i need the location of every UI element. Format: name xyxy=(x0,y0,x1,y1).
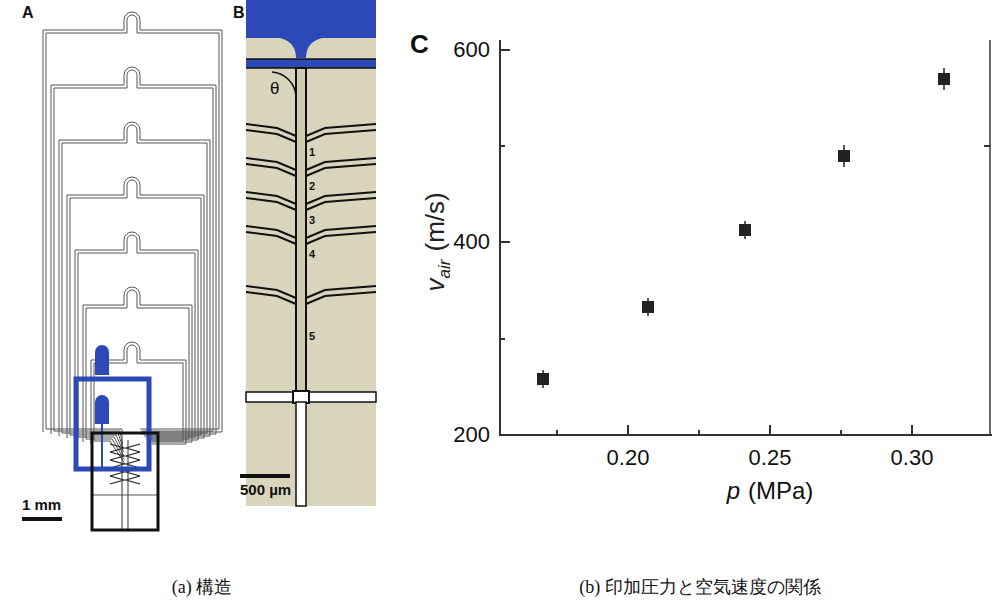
outlet-line xyxy=(128,440,129,530)
panel-letter: A xyxy=(22,4,34,22)
tick-label: 0.25 xyxy=(749,446,792,470)
figure-caption: (b) 印加圧力と空気速度の関係 xyxy=(579,578,821,598)
data-marker xyxy=(537,373,549,385)
channel-outline xyxy=(83,287,192,442)
callout-number: 5 xyxy=(309,330,315,342)
data-points xyxy=(537,68,950,388)
panel-letter: C xyxy=(410,30,429,59)
axis-subscript: air xyxy=(435,260,454,279)
blue-band xyxy=(246,0,376,38)
axis-ticks xyxy=(500,50,990,435)
callout-number: 1 xyxy=(309,146,315,158)
side-channels xyxy=(246,124,376,304)
tick-label: 0.20 xyxy=(607,446,650,470)
mixer-channel xyxy=(110,452,140,460)
blue-funnel xyxy=(280,38,322,58)
y-axis xyxy=(499,40,501,436)
side-channel xyxy=(306,164,376,176)
side-channel xyxy=(246,164,296,176)
blue-bar xyxy=(246,59,376,68)
side-channel xyxy=(306,198,376,210)
side-channel xyxy=(246,232,296,244)
channel-outline xyxy=(94,345,183,441)
panel-letter: B xyxy=(233,4,245,22)
data-marker xyxy=(938,73,950,85)
figure-caption: (a) 構造 xyxy=(172,578,232,598)
side-channel xyxy=(306,130,376,142)
data-marker xyxy=(642,301,654,313)
scale-bar xyxy=(240,474,290,478)
callout-number: 4 xyxy=(309,248,315,260)
channel-outline xyxy=(75,232,198,440)
x-axis-title: p (MPa) xyxy=(727,478,814,504)
side-channel xyxy=(306,232,376,244)
outlet-channel xyxy=(296,402,306,506)
axis-unit: (MPa) xyxy=(748,477,813,504)
channel-outline xyxy=(86,290,189,439)
tick-label: 400 xyxy=(453,230,490,254)
side-channel xyxy=(246,292,296,304)
tick-label: 600 xyxy=(453,38,490,62)
junction xyxy=(293,391,309,403)
angle-label: θ xyxy=(270,80,279,99)
side-channel xyxy=(246,198,296,210)
cross-line xyxy=(92,495,158,496)
data-marker xyxy=(739,224,751,236)
zoom-background xyxy=(246,0,376,506)
mixer-channel xyxy=(110,444,140,452)
axis-symbol: p xyxy=(727,477,740,504)
tick-label: 200 xyxy=(453,423,490,447)
data-marker xyxy=(838,150,850,162)
x-axis xyxy=(499,434,992,436)
channel-outline xyxy=(94,441,125,464)
blue-reservoir xyxy=(95,395,109,424)
blue-reservoir xyxy=(95,345,109,375)
y-axis-title: vair (m/s) xyxy=(421,192,455,291)
callout-number: 3 xyxy=(309,214,315,226)
outlet-line xyxy=(122,440,123,530)
tick-label: 0.30 xyxy=(891,446,934,470)
right-axis xyxy=(989,40,991,436)
scale-bar xyxy=(22,517,62,521)
scale-label: 1 mm xyxy=(22,497,61,514)
channel-outline xyxy=(78,235,195,437)
blue-channel xyxy=(101,424,103,470)
channel-outline xyxy=(59,122,210,436)
callout-number: 2 xyxy=(309,180,315,192)
device-structure xyxy=(43,12,222,530)
side-channel xyxy=(246,130,296,142)
main-channel xyxy=(296,68,306,393)
blue-frame xyxy=(76,379,149,469)
scale-label: 500 µm xyxy=(240,482,291,499)
side-channel xyxy=(306,292,376,304)
white-bar xyxy=(246,392,376,402)
zoom-box xyxy=(92,433,158,530)
channel-outline xyxy=(62,125,207,433)
axis-unit: (m/s) xyxy=(420,192,450,251)
axis-symbol: v xyxy=(420,279,450,292)
mixer-channel xyxy=(110,476,140,484)
channel-outline xyxy=(91,342,186,444)
channel-outline xyxy=(46,15,219,429)
